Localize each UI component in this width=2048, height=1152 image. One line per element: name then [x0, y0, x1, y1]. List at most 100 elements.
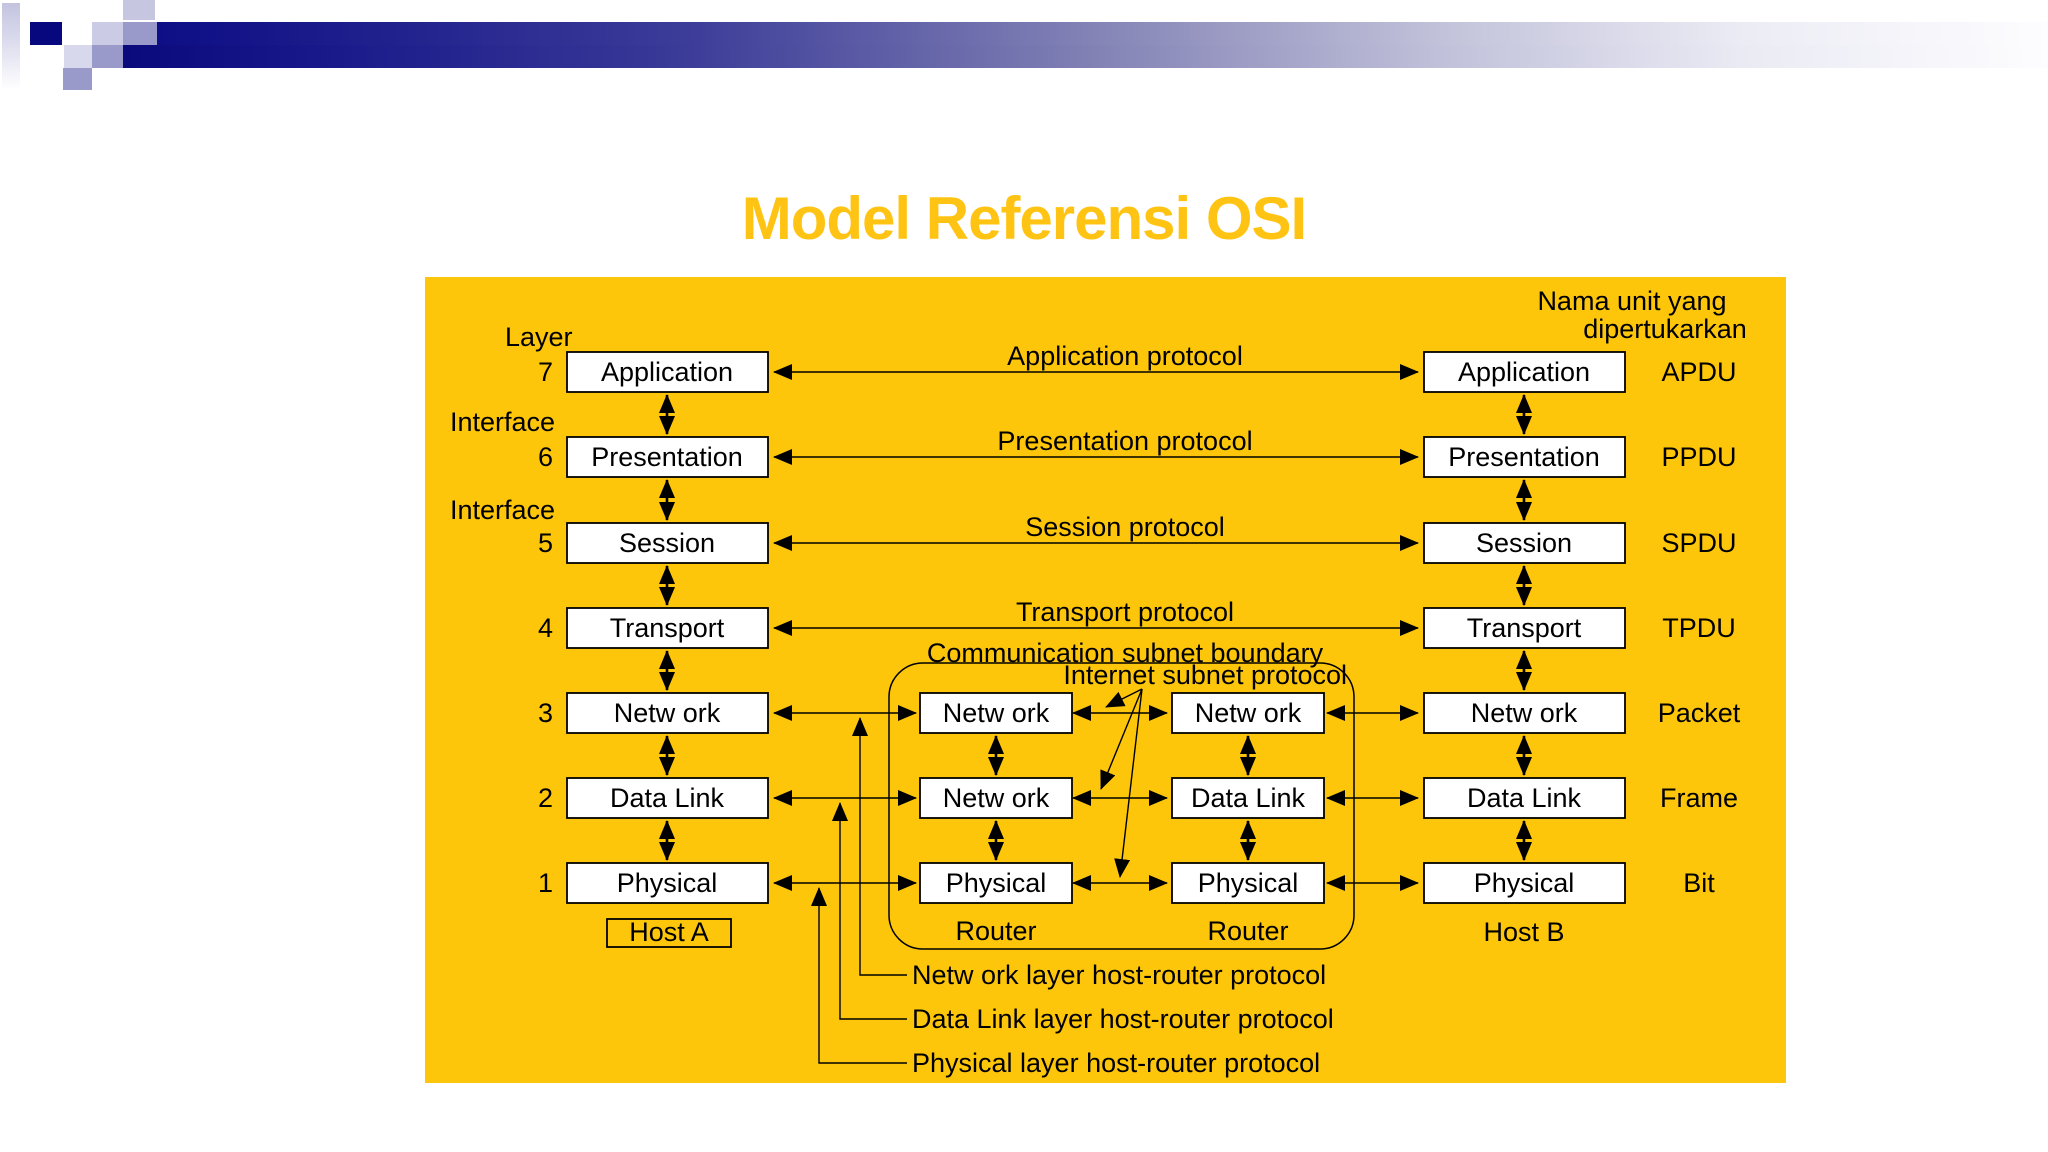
router1-layer-label: Netw ork: [943, 783, 1050, 813]
host-a-layer-label: Presentation: [591, 442, 743, 472]
router1-layer-label: Netw ork: [943, 698, 1050, 728]
router2-datalink-box: [1171, 777, 1325, 819]
header-bar-lower: [123, 45, 2048, 68]
host-a-layer-label: Transport: [610, 613, 725, 643]
host-a-application-box: [566, 351, 769, 393]
host-b-application-box: [1423, 351, 1626, 393]
deco-strip: [2, 3, 20, 90]
deco-square-pale: [92, 22, 123, 45]
datalink-host-router-note: Data Link layer host-router protocol: [912, 1004, 1334, 1034]
layer-caption: Layer: [505, 322, 573, 352]
host-a-caption: Host A: [629, 917, 709, 947]
router2-layer-label: Physical: [1198, 868, 1299, 898]
router2-layer-label: Data Link: [1191, 783, 1306, 813]
host-a-layer-label: Netw ork: [614, 698, 721, 728]
host-b-layer-label: Data Link: [1467, 783, 1582, 813]
host-b-session-box: [1423, 522, 1626, 564]
host-a-layer-label: Application: [601, 357, 733, 387]
host-b-transport-box: [1423, 607, 1626, 649]
router1-physical-box: [919, 862, 1073, 904]
interface-caption: Interface: [450, 495, 555, 525]
router2-caption: Router: [1207, 916, 1288, 946]
host-b-column: Application Presentation Session Transpo…: [1423, 351, 1626, 904]
router-1-column: Netw ork Netw ork Physical Router: [919, 692, 1073, 946]
deco-square-medium-2: [92, 45, 123, 68]
deco-square-medium: [123, 22, 157, 45]
hop-by-hop-lines: [773, 705, 1419, 891]
deco-square-medium-3: [63, 68, 92, 90]
host-router-protocol-notes: Netw ork layer host-router protocol Data…: [912, 960, 1334, 1078]
deco-square-pale-2: [64, 45, 92, 68]
host-a-layer-label: Physical: [617, 868, 718, 898]
layer-annotations: Layer 7 6 5 4 3 2 1 Interface Interface: [450, 322, 573, 898]
host-a-network-box: [566, 692, 769, 734]
layer-number: 4: [538, 613, 553, 643]
layer-number: 6: [538, 442, 553, 472]
layer-number: 2: [538, 783, 553, 813]
header-decoration: [0, 0, 2048, 100]
router2-network-box: [1171, 692, 1325, 734]
router1-datalink-box: [919, 777, 1073, 819]
host-a-datalink-box: [566, 777, 769, 819]
router1-network-box: [919, 692, 1073, 734]
router1-layer-label: Physical: [946, 868, 1047, 898]
deco-square-pale-top: [123, 0, 155, 20]
physical-host-router-note: Physical layer host-router protocol: [912, 1048, 1320, 1078]
host-to-host-protocol-lines: [773, 364, 1419, 636]
transport-protocol-label: Transport protocol: [1016, 597, 1234, 627]
unit-label: APDU: [1661, 357, 1736, 387]
interface-caption: Interface: [450, 407, 555, 437]
host-a-presentation-box: [566, 436, 769, 478]
router2-layer-label: Netw ork: [1195, 698, 1302, 728]
host-b-presentation-box: [1423, 436, 1626, 478]
host-a-physical-box: [566, 862, 769, 904]
internet-subnet-pointer-lines: [1100, 688, 1143, 878]
host-router-protocol-connectors: [811, 717, 907, 1064]
slide-title: Model Referensi OSI: [741, 185, 1307, 252]
unit-label: Packet: [1658, 698, 1741, 728]
unit-label: Frame: [1660, 783, 1738, 813]
host-a-column: Application Presentation Session Transpo…: [566, 351, 769, 904]
unit-label: TPDU: [1662, 613, 1736, 643]
router-2-column: Netw ork Data Link Physical Router: [1171, 692, 1325, 946]
host-b-network-box: [1423, 692, 1626, 734]
host-a-layer-label: Data Link: [610, 783, 725, 813]
session-protocol-label: Session protocol: [1025, 512, 1225, 542]
unit-annotations: Nama unit yang dipertukarkan APDU PPDU S…: [1537, 286, 1746, 898]
osi-diagram: Application Presentation Session Transpo…: [450, 286, 1747, 1078]
unit-label: Bit: [1683, 868, 1715, 898]
layer-number: 3: [538, 698, 553, 728]
layer-number: 7: [538, 357, 553, 387]
host-b-caption: Host B: [1483, 917, 1564, 947]
communication-subnet-boundary-outline: [888, 662, 1355, 950]
host-a-session-box: [566, 522, 769, 564]
internet-subnet-label: Internet subnet protocol: [1063, 660, 1347, 690]
host-a-transport-box: [566, 607, 769, 649]
host-b-layer-label: Transport: [1467, 613, 1582, 643]
interface-arrows: [659, 394, 1532, 861]
host-b-datalink-box: [1423, 777, 1626, 819]
application-protocol-label: Application protocol: [1007, 341, 1243, 371]
host-b-layer-label: Netw ork: [1471, 698, 1578, 728]
unit-label: SPDU: [1661, 528, 1736, 558]
network-host-router-note: Netw ork layer host-router protocol: [912, 960, 1326, 990]
host-b-layer-label: Presentation: [1448, 442, 1600, 472]
router1-caption: Router: [955, 916, 1036, 946]
host-b-layer-label: Physical: [1474, 868, 1575, 898]
layer-number: 1: [538, 868, 553, 898]
router2-physical-box: [1171, 862, 1325, 904]
units-heading-line1: Nama unit yang: [1537, 286, 1726, 316]
deco-square-navy: [30, 22, 62, 45]
header-bar-upper: [157, 22, 2048, 45]
layer-number: 5: [538, 528, 553, 558]
presentation-protocol-label: Presentation protocol: [997, 426, 1252, 456]
subnet-boundary-label: Communication subnet boundary: [927, 638, 1324, 668]
units-heading-line2: dipertukarkan: [1583, 314, 1747, 344]
protocol-labels: Application protocol Presentation protoc…: [927, 341, 1347, 690]
host-a-layer-label: Session: [619, 528, 715, 558]
unit-label: PPDU: [1661, 442, 1736, 472]
host-b-layer-label: Session: [1476, 528, 1572, 558]
host-b-physical-box: [1423, 862, 1626, 904]
host-a-caption-box: [606, 918, 732, 948]
